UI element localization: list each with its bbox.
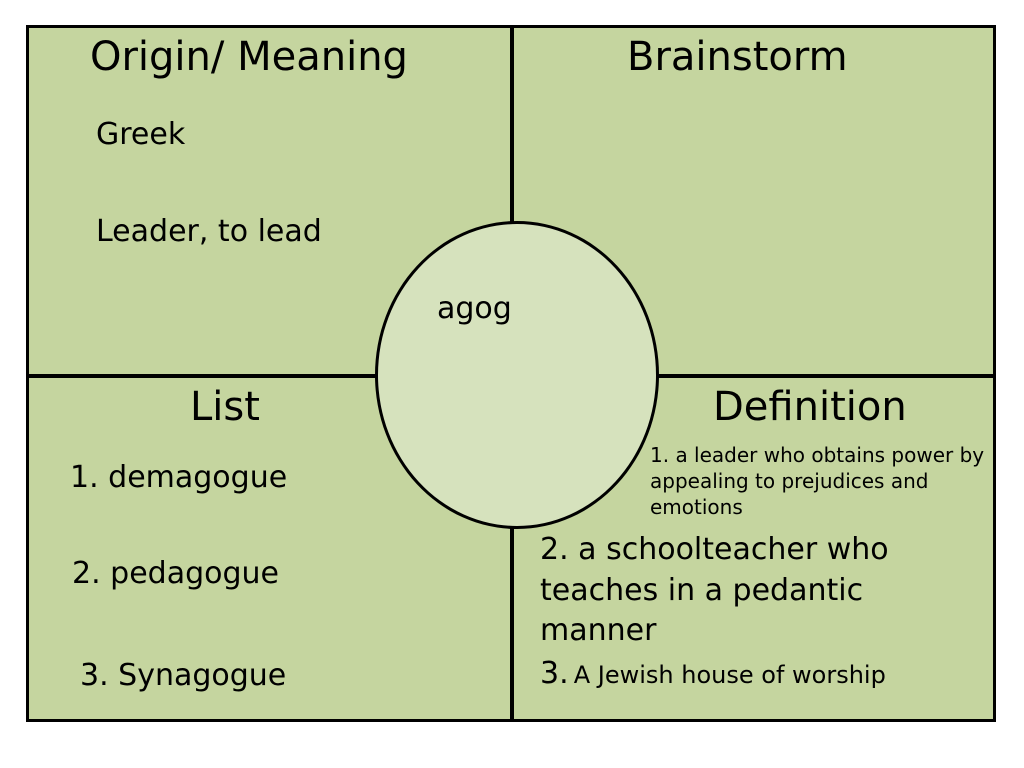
definition-item-2: 2. a schoolteacher who teaches in a peda… <box>540 532 889 648</box>
origin-meaning-title: Origin/ Meaning <box>90 34 408 80</box>
list-title: List <box>190 384 260 430</box>
divider-horizontal-right <box>655 374 996 378</box>
list-item: 1. demagogue <box>70 460 288 495</box>
definition-item-3-number: 3. <box>540 656 569 691</box>
center-oval <box>375 221 659 529</box>
list-item: 2. pedagogue <box>72 556 279 591</box>
divider-horizontal-left <box>26 374 378 378</box>
divider-vertical-top <box>510 25 514 225</box>
definition-item-3: 3. A Jewish house of worship <box>540 656 886 691</box>
origin-meaning: Leader, to lead <box>96 214 322 249</box>
definition-item-3-text: A Jewish house of worship <box>573 661 886 689</box>
definition-title: Definition <box>713 384 907 430</box>
definition-item-1: 1. a leader who obtains power by appeali… <box>650 443 985 519</box>
list-item: 3. Synagogue <box>80 658 287 693</box>
origin-language: Greek <box>96 117 186 152</box>
center-word: agog <box>437 291 512 326</box>
brainstorm-title: Brainstorm <box>627 34 848 80</box>
divider-vertical-bottom <box>510 520 514 722</box>
